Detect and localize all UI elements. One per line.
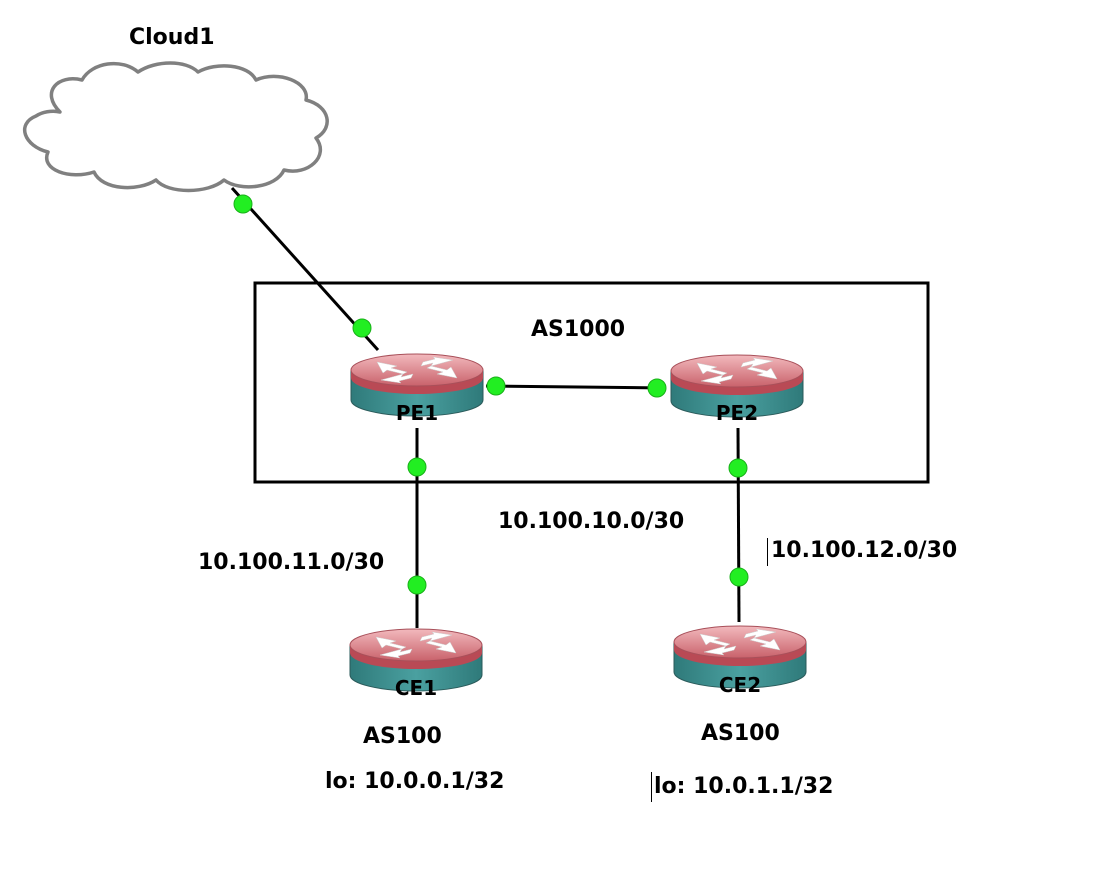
router-ce1[interactable]: CE1 [349, 628, 483, 700]
ce1-loopback-label: lo: 10.0.0.1/32 [325, 769, 505, 794]
text-cursor-mark [651, 772, 652, 802]
port-dot-pe1-ce1 [407, 457, 427, 477]
router-pe2-label: PE2 [716, 401, 758, 425]
subnet-pe1-ce1-label: 10.100.11.0/30 [198, 550, 385, 575]
ce2-as-label: AS100 [701, 721, 780, 746]
link-pe2-ce2 [736, 427, 741, 623]
router-pe1-label: PE1 [396, 401, 438, 425]
port-dot-pe2-ce2 [728, 458, 748, 478]
port-dot-pe1-cloud [352, 318, 372, 338]
router-ce2-label: CE2 [719, 673, 761, 697]
subnet-pe1-pe2-label: 10.100.10.0/30 [498, 509, 685, 534]
port-dot-pe1-pe2 [486, 376, 506, 396]
ce2-loopback-label: lo: 10.0.1.1/32 [654, 774, 834, 799]
as-boundary-box [253, 281, 930, 484]
port-dot-cloud [233, 194, 253, 214]
cloud-label: Cloud1 [129, 25, 215, 50]
port-dot-ce2-pe2 [729, 567, 749, 587]
router-ce1-label: CE1 [395, 676, 437, 700]
link-pe1-pe2 [485, 384, 667, 390]
ce1-as-label: AS100 [363, 724, 442, 749]
router-pe2[interactable]: PE2 [670, 354, 804, 425]
router-pe1[interactable]: PE1 [350, 353, 484, 425]
as1000-label: AS1000 [531, 317, 626, 342]
port-dot-ce1-pe1 [407, 575, 427, 595]
cloud-icon [23, 61, 329, 193]
port-dot-pe2-pe1 [647, 378, 667, 398]
text-cursor-mark [767, 538, 768, 566]
router-ce2[interactable]: CE2 [673, 625, 807, 697]
subnet-pe2-ce2-label: 10.100.12.0/30 [771, 538, 958, 563]
link-cloud-pe1 [230, 186, 380, 352]
